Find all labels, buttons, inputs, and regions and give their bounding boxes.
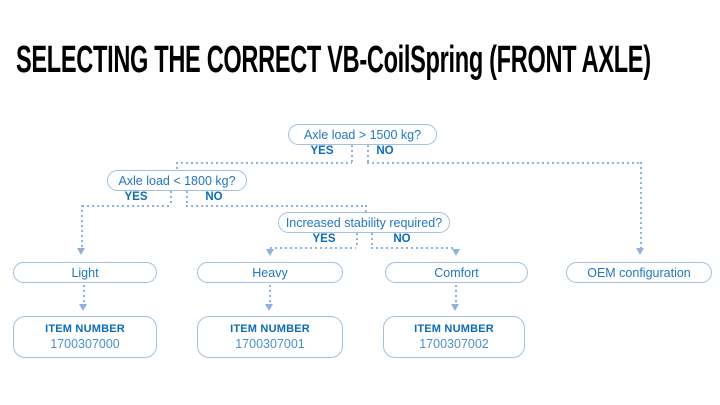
arrow-down-icon — [265, 304, 273, 311]
connector-line — [269, 285, 271, 304]
outcome-label: OEM configuration — [587, 265, 691, 280]
connector-line — [367, 162, 641, 164]
connector-line — [186, 191, 188, 205]
item-number-value: 1700307002 — [419, 337, 489, 351]
connector-line — [371, 233, 373, 247]
page-title: SELECTING THE CORRECT VB-CoilSpring (FRO… — [16, 39, 651, 81]
connector-line — [81, 205, 83, 248]
connector-line — [367, 145, 369, 162]
item-number-box-light: ITEM NUMBER 1700307000 — [13, 316, 157, 358]
question-label: Axle load > 1500 kg? — [303, 127, 422, 142]
question-box-increased-stability: Increased stability required? — [278, 212, 450, 233]
arrow-down-icon — [451, 304, 459, 311]
q1-no-label: NO — [376, 145, 394, 157]
item-number-heading: ITEM NUMBER — [414, 323, 494, 335]
arrow-down-icon — [636, 248, 644, 255]
outcome-label: Heavy — [252, 265, 288, 280]
question-box-axle-load-1800: Axle load < 1800 kg? — [107, 170, 247, 191]
outcome-heavy: Heavy — [197, 262, 343, 283]
connector-line — [270, 247, 356, 249]
arrow-down-icon — [452, 249, 460, 256]
item-number-heading: ITEM NUMBER — [45, 323, 125, 335]
q3-yes-label: YES — [312, 233, 336, 245]
connector-line — [365, 205, 367, 212]
q3-no-label: NO — [393, 233, 411, 245]
connector-line — [351, 145, 353, 162]
item-number-box-heavy: ITEM NUMBER 1700307001 — [197, 316, 343, 358]
item-number-value: 1700307000 — [50, 337, 120, 351]
connector-line — [176, 162, 352, 164]
question-box-axle-load-1500: Axle load > 1500 kg? — [288, 124, 437, 145]
outcome-label: Comfort — [434, 265, 479, 280]
connector-line — [356, 233, 358, 247]
outcome-oem-configuration: OEM configuration — [566, 262, 712, 283]
arrow-down-icon — [77, 248, 85, 255]
connector-line — [455, 285, 457, 304]
outcome-label: Light — [71, 265, 99, 280]
connector-line — [640, 162, 642, 248]
q2-yes-label: YES — [124, 191, 148, 203]
connector-line — [186, 205, 366, 207]
outcome-light: Light — [13, 262, 157, 283]
q1-yes-label: YES — [310, 145, 334, 157]
item-number-value: 1700307001 — [235, 337, 305, 351]
q2-no-label: NO — [205, 191, 223, 203]
arrow-down-icon — [266, 249, 274, 256]
connector-line — [83, 285, 85, 304]
question-label: Increased stability required? — [285, 215, 443, 230]
connector-line — [176, 162, 178, 170]
item-number-heading: ITEM NUMBER — [230, 323, 310, 335]
connector-line — [82, 205, 170, 207]
arrow-down-icon — [79, 304, 87, 311]
item-number-box-comfort: ITEM NUMBER 1700307002 — [383, 316, 525, 358]
outcome-comfort: Comfort — [385, 262, 528, 283]
connector-line — [371, 247, 456, 249]
connector-line — [170, 191, 172, 205]
question-label: Axle load < 1800 kg? — [118, 173, 236, 188]
